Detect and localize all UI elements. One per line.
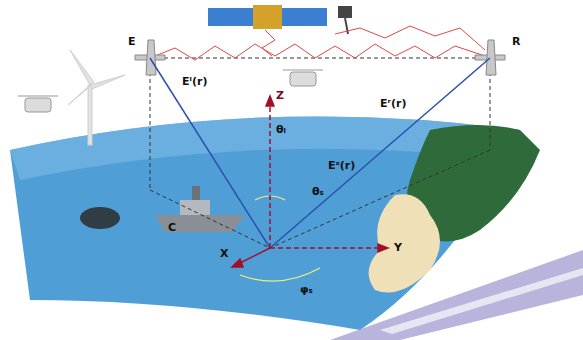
- aircraft: [135, 40, 505, 75]
- label: E: [128, 36, 136, 48]
- satellite: [208, 5, 352, 34]
- oil-spill: [80, 207, 120, 229]
- label: X: [220, 248, 228, 260]
- beach: [369, 194, 440, 292]
- label: φₛ: [300, 284, 313, 296]
- label: R: [512, 36, 520, 48]
- angle-arc: [240, 196, 320, 281]
- label: C: [168, 222, 176, 234]
- geometry-lines: [150, 58, 490, 248]
- wind-turbine: [68, 50, 125, 145]
- label: θₛ: [312, 186, 324, 198]
- axes: [232, 96, 388, 267]
- label: Eˢ(r): [328, 160, 355, 172]
- label: θᵢ: [276, 124, 286, 136]
- propagation-path: [150, 58, 490, 248]
- label: Z: [276, 90, 284, 102]
- label: Eʳ(r): [380, 98, 406, 110]
- signal-wave: [155, 26, 485, 60]
- label: Eⁱ(r): [182, 76, 207, 88]
- label: Y: [394, 242, 402, 254]
